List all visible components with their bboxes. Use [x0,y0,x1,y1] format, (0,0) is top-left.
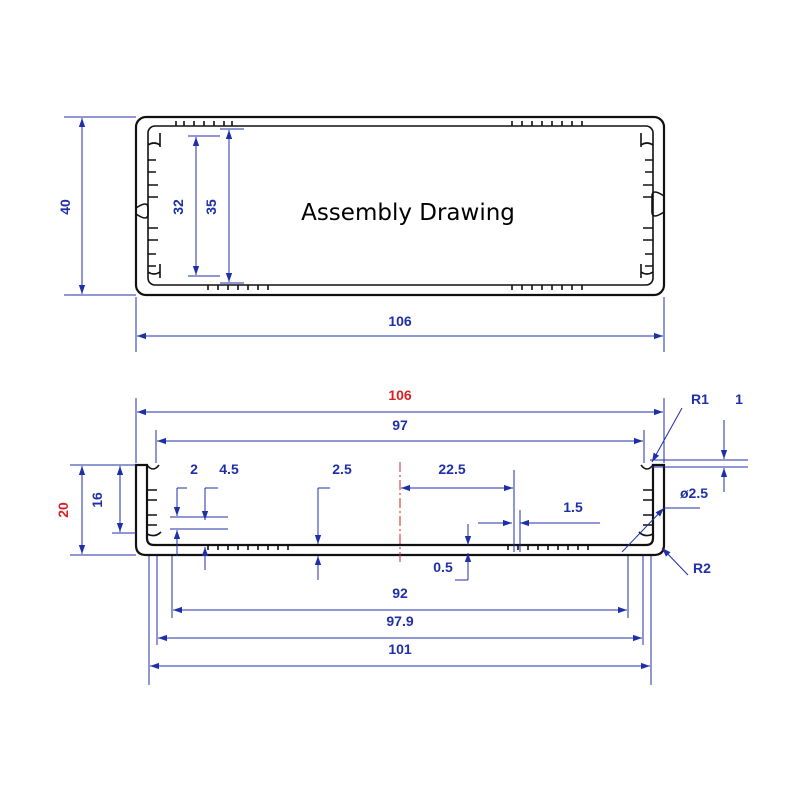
dimension-height-40: 40 [57,116,136,296]
label-2: 2 [190,461,198,477]
label-4-5: 4.5 [219,461,239,477]
dimension-width-92: 92 [171,556,629,618]
top-view: Assembly Drawing 40 32 35 106 [57,115,666,352]
dimension-width-97: 97 [155,417,645,463]
drawing-title: Assembly Drawing [301,200,515,226]
label-0-5: 0.5 [433,559,453,575]
label-16: 16 [89,492,105,508]
profile-outer-outline [134,115,666,297]
label-35: 35 [203,199,219,215]
dimension-0-5: 0.5 [433,524,472,581]
label-101: 101 [388,641,412,657]
dimension-22-5: 22.5 [401,461,515,552]
label-r1: R1 [691,391,709,407]
label-97-9: 97.9 [386,613,413,629]
front-right-slots [638,464,654,537]
label-40: 40 [57,199,73,215]
label-92: 92 [392,585,408,601]
label-1-5: 1.5 [563,499,583,515]
label-diameter-2-5: ø2.5 [680,485,708,501]
label-22-5: 22.5 [438,461,465,477]
dimension-2-5: 2.5 [314,461,352,580]
dimension-4-5: 4.5 [201,461,239,570]
dimension-width-106-top: 106 [135,297,665,352]
dimension-inner-32: 32 [170,135,220,277]
dimension-width-106-front: 106 [135,387,665,463]
front-view: 106 97 20 16 2 [55,387,748,685]
callout-r1: R1 [651,391,709,463]
label-2-5: 2.5 [332,461,352,477]
label-20: 20 [55,502,71,518]
callout-r2: R2 [661,547,711,576]
right-slots [640,133,665,278]
label-97: 97 [392,417,408,433]
dimension-width-101: 101 [148,556,652,685]
dimension-width-97-9: 97.9 [156,556,644,645]
front-left-slots [146,464,162,537]
callout-diameter-2-5: ø2.5 [621,485,708,553]
label-r2: R2 [693,560,711,576]
label-106-top: 106 [388,313,412,329]
top-grooves [175,121,583,290]
dimension-1: 1 [650,391,748,492]
label-106-front: 106 [388,387,412,403]
dimension-inner-35: 35 [203,128,244,284]
dimension-1-5: 1.5 [478,499,600,552]
dimension-height-16: 16 [89,466,136,534]
label-1: 1 [735,391,743,407]
label-32: 32 [170,199,186,215]
left-slots [135,133,161,278]
dimension-height-20: 20 [55,464,136,556]
dimension-2: 2 [170,461,228,556]
